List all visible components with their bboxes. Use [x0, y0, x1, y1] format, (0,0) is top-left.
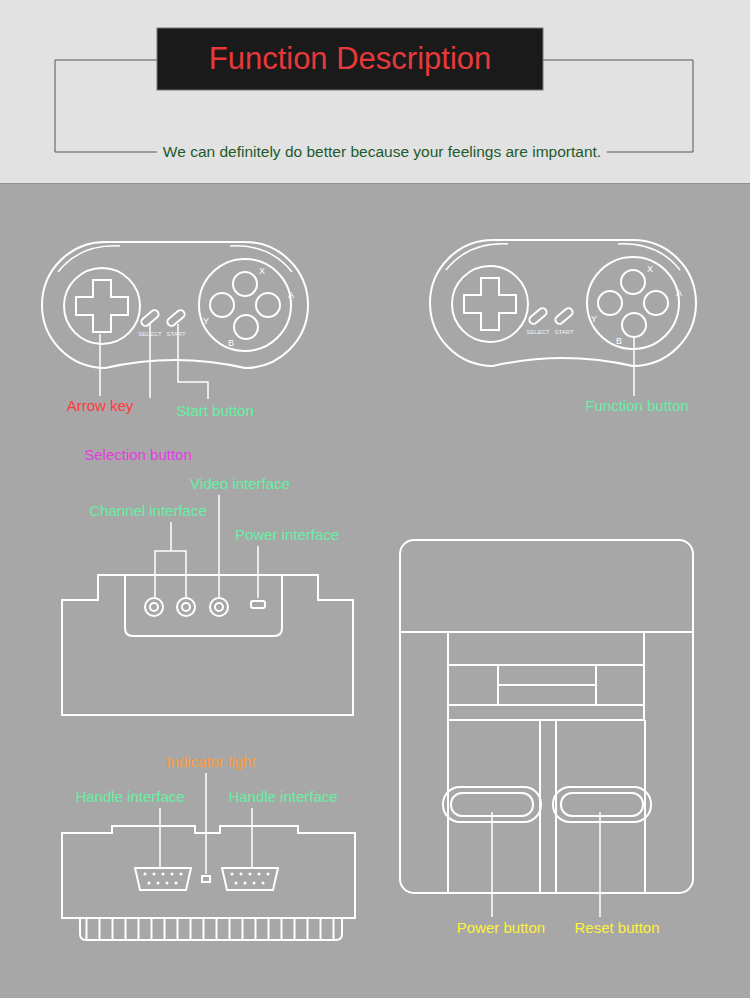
- callout-label-holder: Reset button: [574, 920, 659, 937]
- callout-label-holder: Power button: [457, 920, 545, 937]
- subtitle-holder: We can definitely do better because your…: [157, 143, 607, 160]
- callout-label: Power button: [457, 919, 545, 936]
- callout-label: Handle interface: [75, 788, 184, 805]
- button-letter-holder: X: [259, 267, 265, 277]
- panel-ground: [0, 184, 750, 998]
- callout-label: Power interface: [235, 526, 339, 543]
- button-letter-holder: B: [616, 337, 622, 347]
- button-letter-holder: B: [228, 339, 234, 349]
- callout-label: Function button: [585, 397, 688, 414]
- callout-label: Selection button: [84, 446, 192, 463]
- button-letter-holder: Y: [591, 315, 597, 325]
- subtitle: We can definitely do better because your…: [157, 143, 607, 160]
- callout-label: Reset button: [574, 919, 659, 936]
- button-letter: B: [616, 336, 622, 346]
- button-letter: Y: [591, 314, 597, 324]
- button-letter-holder: X: [647, 265, 653, 275]
- callout-label-holder: Start button: [176, 403, 254, 420]
- button-letter-holder: Y: [203, 317, 209, 327]
- callout-label: Indicator light: [166, 753, 255, 770]
- console-back: [62, 575, 353, 715]
- callout-label-holder: Handle interface: [228, 789, 337, 806]
- button-letter: X: [647, 264, 653, 274]
- callout-label-holder: Selection button: [84, 447, 192, 464]
- controller: [430, 240, 696, 366]
- button-caption-holder: SELECT: [138, 331, 161, 338]
- callout-label: Start button: [176, 402, 254, 419]
- callout-label-holder: Handle interface: [75, 789, 184, 806]
- button-caption: START: [554, 329, 573, 335]
- button-caption: SELECT: [526, 329, 549, 335]
- button-caption: START: [166, 331, 185, 337]
- header-band: [0, 0, 750, 183]
- button-letter: X: [259, 266, 265, 276]
- callout-label-holder: Channel interface: [89, 503, 207, 520]
- button-letter-holder: A: [288, 291, 294, 301]
- controller: [42, 242, 308, 368]
- button-letter: A: [676, 288, 682, 298]
- button-letter: B: [228, 338, 234, 348]
- button-letter: Y: [203, 316, 209, 326]
- title-box: [157, 28, 543, 90]
- title: Function Description: [209, 41, 492, 76]
- button-caption-holder: SELECT: [526, 329, 549, 336]
- callout-label-holder: Video interface: [190, 476, 290, 493]
- button-caption: SELECT: [138, 331, 161, 337]
- button-letter: A: [288, 290, 294, 300]
- button-caption-holder: START: [554, 329, 573, 336]
- callout-label-holder: Arrow key: [67, 398, 134, 415]
- callout-label: Arrow key: [67, 397, 134, 414]
- callout-label: Video interface: [190, 475, 290, 492]
- connector-pins: [144, 873, 270, 885]
- callout-label: Handle interface: [228, 788, 337, 805]
- callout-label-holder: Indicator light: [166, 754, 255, 771]
- console-top: [400, 540, 693, 893]
- leader-lines: [100, 324, 634, 917]
- console-front: [62, 826, 355, 940]
- title-holder: Function Description: [209, 42, 492, 76]
- callout-label-holder: Power interface: [235, 527, 339, 544]
- callout-label: Channel interface: [89, 502, 207, 519]
- callout-label-holder: Function button: [585, 398, 688, 415]
- button-caption-holder: START: [166, 331, 185, 338]
- button-letter-holder: A: [676, 289, 682, 299]
